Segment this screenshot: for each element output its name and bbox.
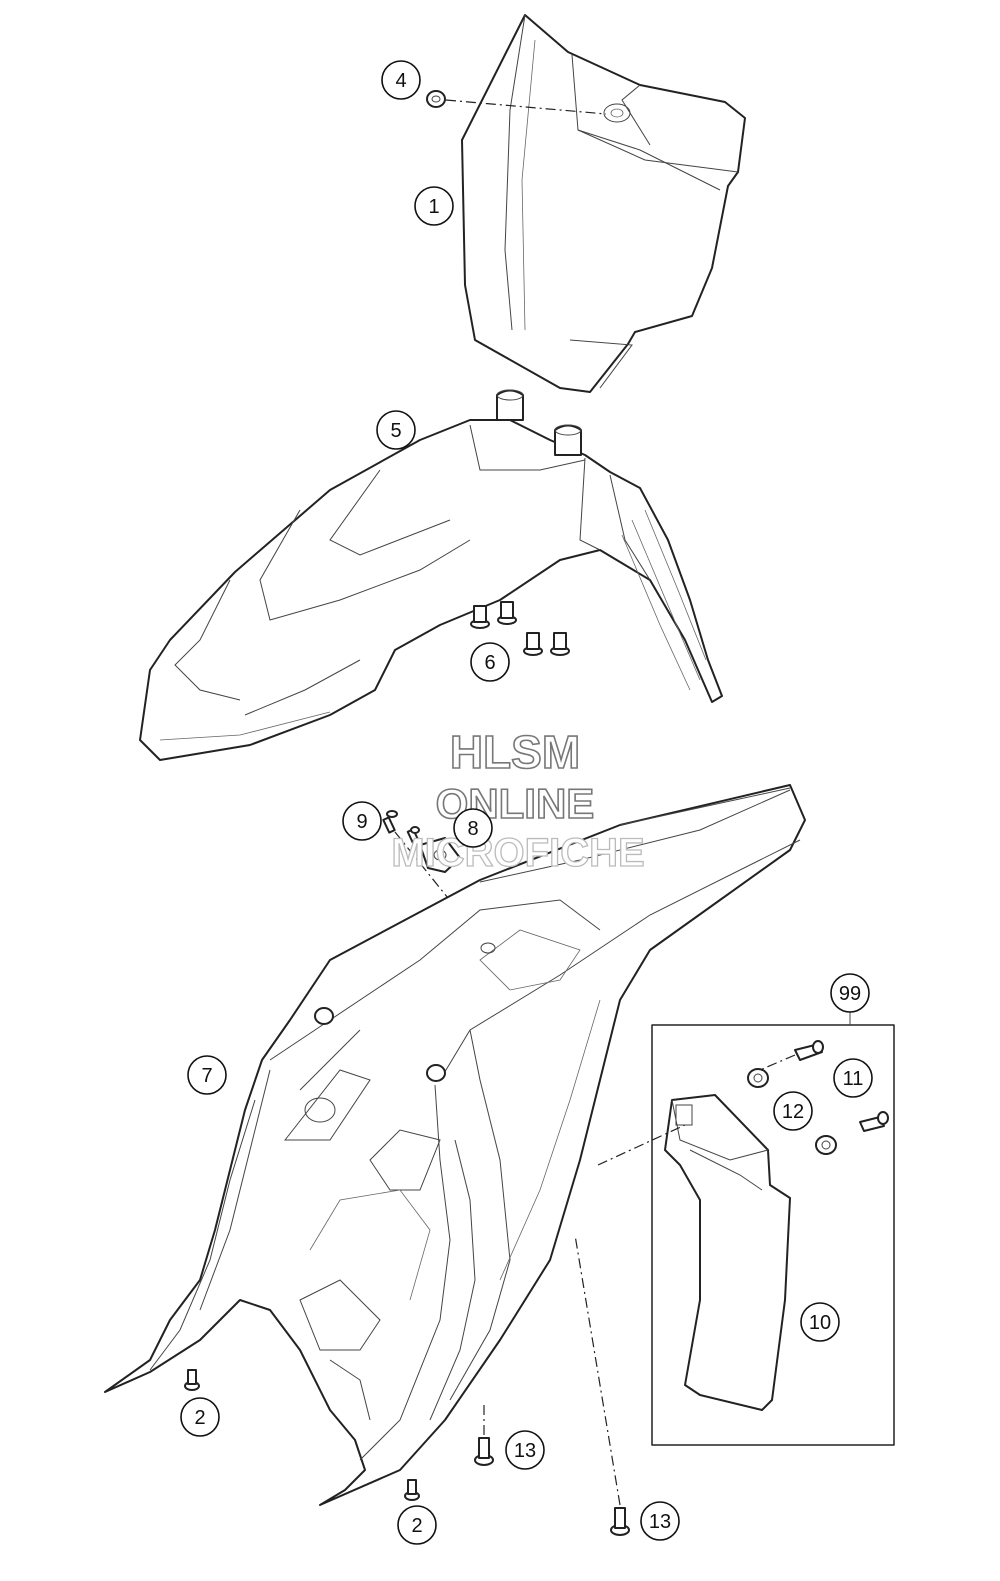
callout-12-label: 12: [782, 1101, 804, 1123]
callout-11: 11: [833, 1058, 873, 1098]
callout-13a-label: 13: [514, 1440, 536, 1462]
callout-4: 4: [381, 60, 421, 100]
callout-13b: 13: [640, 1501, 680, 1541]
watermark-line2: ONLINE: [436, 780, 595, 827]
callout-99: 99: [830, 973, 870, 1013]
callout-4-label: 4: [395, 70, 406, 92]
callout-10: 10: [800, 1302, 840, 1342]
callout-13b-label: 13: [649, 1511, 671, 1533]
callout-1: 1: [414, 186, 454, 226]
callout-5: 5: [376, 410, 416, 450]
callout-6-label: 6: [484, 652, 495, 674]
part-8-clip: [419, 837, 461, 873]
callout-12: 12: [773, 1091, 813, 1131]
callout-2a-label: 2: [194, 1407, 205, 1429]
callout-2a: 2: [180, 1397, 220, 1437]
callout-11-label: 11: [843, 1068, 864, 1090]
callout-1-label: 1: [428, 196, 439, 218]
part-11-bolts: [759, 1040, 889, 1132]
part-6-screws: [470, 601, 570, 656]
part-13-screws: [474, 1234, 630, 1536]
callout-13a: 13: [505, 1430, 545, 1470]
callout-99-label: 99: [839, 983, 861, 1005]
callout-8-label: 8: [467, 818, 478, 840]
watermark-line1: HLSM: [450, 726, 580, 778]
part-10-mudflap: [664, 1094, 791, 1411]
part-9-screws: [382, 810, 489, 949]
callout-8: 8: [453, 808, 493, 848]
callout-9: 9: [342, 801, 382, 841]
part-7-rear-fender: [104, 784, 806, 1506]
callout-2b-label: 2: [411, 1515, 422, 1537]
callout-10-label: 10: [809, 1312, 831, 1334]
part-2-screws: [184, 1369, 420, 1501]
callout-2b: 2: [397, 1505, 437, 1545]
callout-7-label: 7: [201, 1065, 212, 1087]
part-1-number-plate: [461, 14, 746, 393]
watermark: HLSM ONLINE MICROFICHE: [391, 725, 646, 875]
watermark-line3: MICROFICHE: [391, 831, 644, 875]
part-12-washers: [747, 1068, 837, 1155]
part-5-front-fender: [139, 389, 723, 761]
callout-9-label: 9: [356, 811, 367, 833]
callout-5-label: 5: [390, 420, 401, 442]
callout-6: 6: [470, 642, 510, 682]
part-4-nut: [426, 90, 607, 115]
callout-7: 7: [187, 1055, 227, 1095]
